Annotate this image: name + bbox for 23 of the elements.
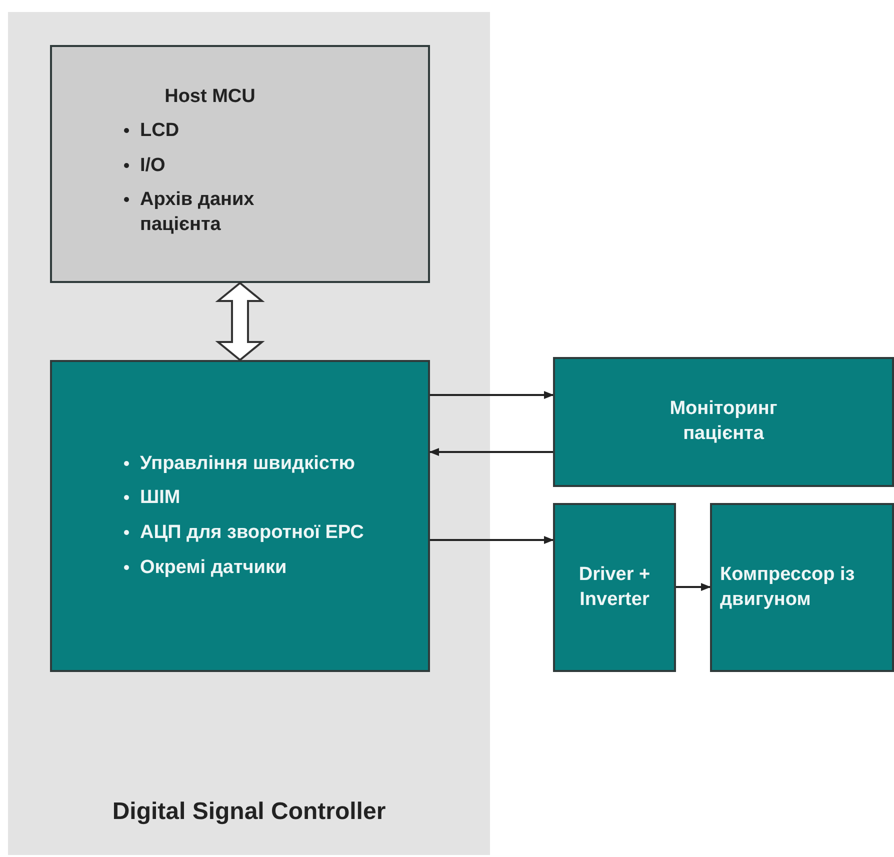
box-label: Компрессор із двигуном <box>720 562 856 612</box>
bullet-item: АЦП для зворотної ЕРС <box>140 522 364 543</box>
bullet-item: I/O <box>140 154 166 176</box>
box-label: Моніторинг пацієнта <box>668 397 778 446</box>
process-box <box>553 503 676 672</box>
arrow <box>676 583 711 591</box>
controller-panel <box>8 12 490 855</box>
controller-label: Digital Signal Controller <box>111 796 387 827</box>
process-box <box>50 45 430 283</box>
bullet-item: ШІМ <box>140 487 180 508</box>
arrow <box>430 536 554 544</box>
bullet-item: Управління швидкістю <box>140 452 355 474</box>
bullet-item: Окремі датчики <box>140 556 287 578</box>
bullet-item: LCD <box>140 120 180 141</box>
box-heading: Host MCU <box>164 85 256 110</box>
box-label: Driver + Inverter <box>578 562 652 612</box>
bullet-item: Архів даних пацієнта <box>140 189 254 236</box>
arrow <box>429 448 553 456</box>
process-box <box>50 360 430 672</box>
process-box <box>553 357 894 487</box>
process-box <box>710 503 894 672</box>
arrow <box>430 391 554 399</box>
double-arrow <box>215 282 265 362</box>
